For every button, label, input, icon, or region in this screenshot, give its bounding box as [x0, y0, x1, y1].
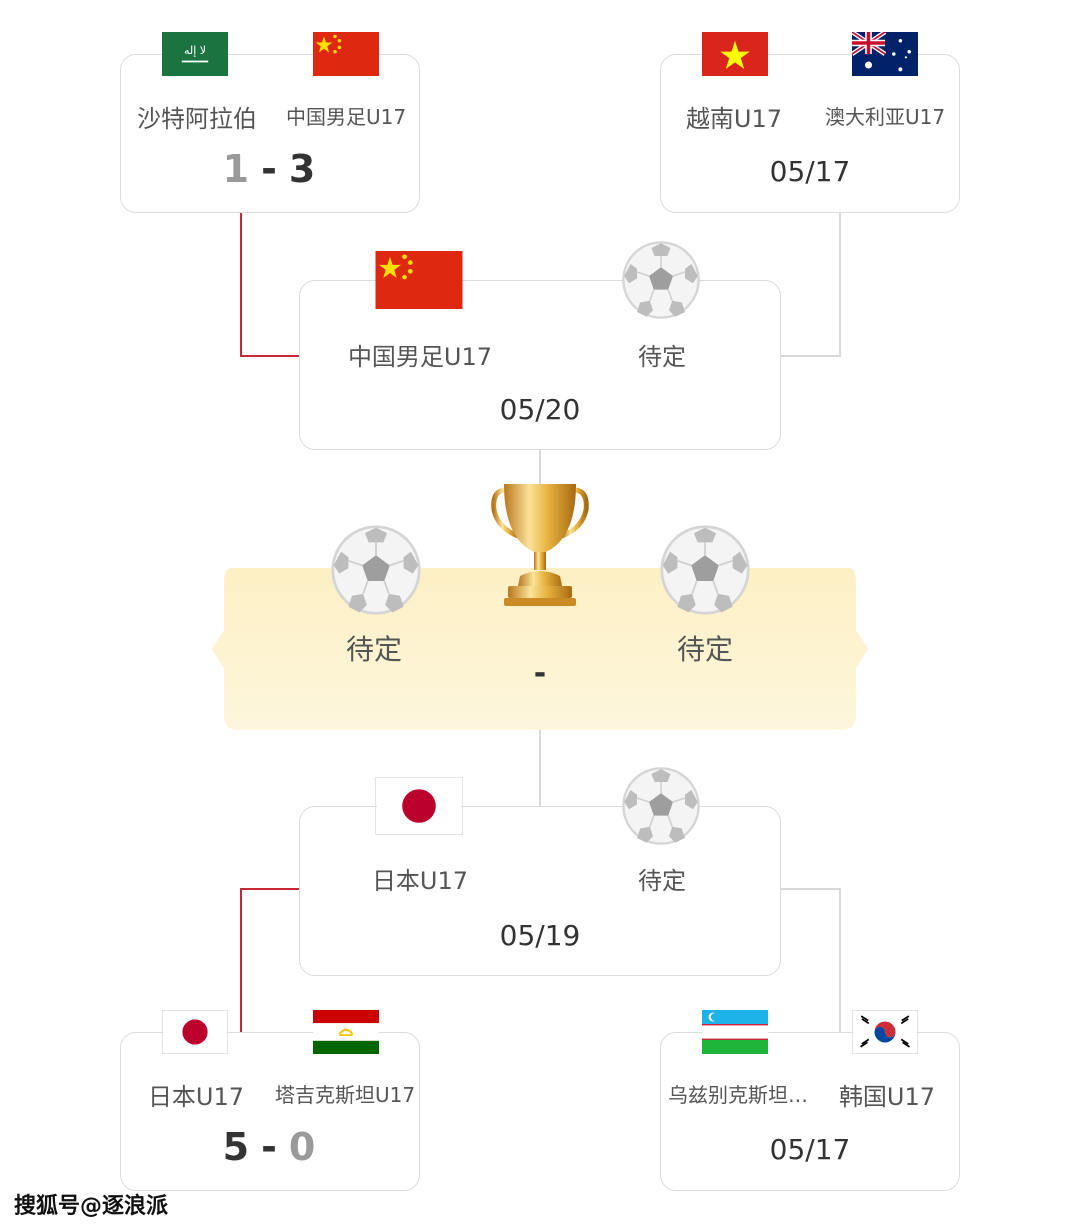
- south-korea-flag: [852, 1010, 918, 1054]
- score-separator: -: [261, 147, 279, 191]
- away-score: 0: [288, 1125, 318, 1169]
- home-team-name: 日本U17: [371, 867, 469, 895]
- match-date: 05/17: [769, 155, 851, 188]
- away-team-name: 塔吉克斯坦U17: [274, 1083, 416, 1107]
- svg-text:ﻻ إله: ﻻ إله: [184, 44, 206, 57]
- connector-line: [839, 888, 841, 1033]
- home-score: 5: [222, 1125, 252, 1169]
- connector-line: [539, 728, 541, 806]
- away-team-name: 澳大利亚U17: [824, 105, 946, 129]
- winner-path-line: [240, 212, 242, 357]
- japan-flag: [162, 1010, 228, 1054]
- soccer-ball-icon: [659, 524, 751, 616]
- match-date: 05/19: [499, 919, 581, 952]
- final-score: -: [533, 656, 547, 691]
- uzbekistan-flag: [702, 1010, 768, 1054]
- away-team-name: 待定: [638, 867, 686, 895]
- connector-line: [839, 212, 841, 357]
- home-team-name: 中国男足U17: [347, 343, 493, 371]
- trophy-icon: [490, 478, 590, 618]
- soccer-ball-icon: [621, 766, 701, 846]
- australia-flag: [852, 32, 918, 76]
- match-card-bottom-right[interactable]: 乌兹别克斯坦… 韩国U17 05/17: [660, 1032, 960, 1191]
- tajikistan-flag: [313, 1010, 379, 1054]
- soccer-ball-icon: [330, 524, 422, 616]
- match-date: 05/17: [769, 1133, 851, 1166]
- home-team-name: 日本U17: [147, 1083, 245, 1111]
- match-card-bottom-left[interactable]: 日本U17 塔吉克斯坦U17 5-0: [120, 1032, 420, 1191]
- saudi-arabia-flag: ﻻ إله: [162, 32, 228, 76]
- semifinal-card-bottom[interactable]: 日本U17 待定 05/19: [299, 806, 781, 976]
- match-date: 05/20: [499, 393, 581, 426]
- connector-line: [539, 450, 541, 490]
- vietnam-flag: [702, 32, 768, 76]
- china-flag: [375, 251, 463, 309]
- match-score: 1-3: [121, 147, 419, 191]
- match-card-top-right[interactable]: 越南U17 澳大利亚U17 05/17: [660, 54, 960, 213]
- away-score: 3: [288, 147, 318, 191]
- semifinal-card-top[interactable]: 中国男足U17 待定 05/20: [299, 280, 781, 450]
- home-team-name: 乌兹别克斯坦…: [668, 1083, 808, 1107]
- away-team-name: 韩国U17: [838, 1083, 936, 1111]
- winner-path-line: [240, 355, 300, 357]
- final-home-team: 待定: [346, 633, 403, 666]
- score-separator: -: [261, 1125, 279, 1169]
- away-team-name: 中国男足U17: [285, 105, 407, 129]
- china-flag: [313, 32, 379, 76]
- home-score: 1: [222, 147, 252, 191]
- home-team-name: 沙特阿拉伯: [137, 105, 257, 133]
- match-score: 5-0: [121, 1125, 419, 1169]
- watermark: 搜狐号@逐浪派: [14, 1194, 169, 1219]
- final-away-team: 待定: [677, 633, 734, 666]
- winner-path-line: [240, 888, 300, 890]
- connector-line: [780, 888, 841, 890]
- connector-line: [780, 355, 841, 357]
- away-team-name: 待定: [638, 343, 686, 371]
- soccer-ball-icon: [621, 240, 701, 320]
- japan-flag: [375, 777, 463, 835]
- winner-path-line: [240, 888, 242, 1033]
- home-team-name: 越南U17: [685, 105, 783, 133]
- match-card-top-left[interactable]: 沙特阿拉伯 中国男足U17 1-3: [120, 54, 420, 213]
